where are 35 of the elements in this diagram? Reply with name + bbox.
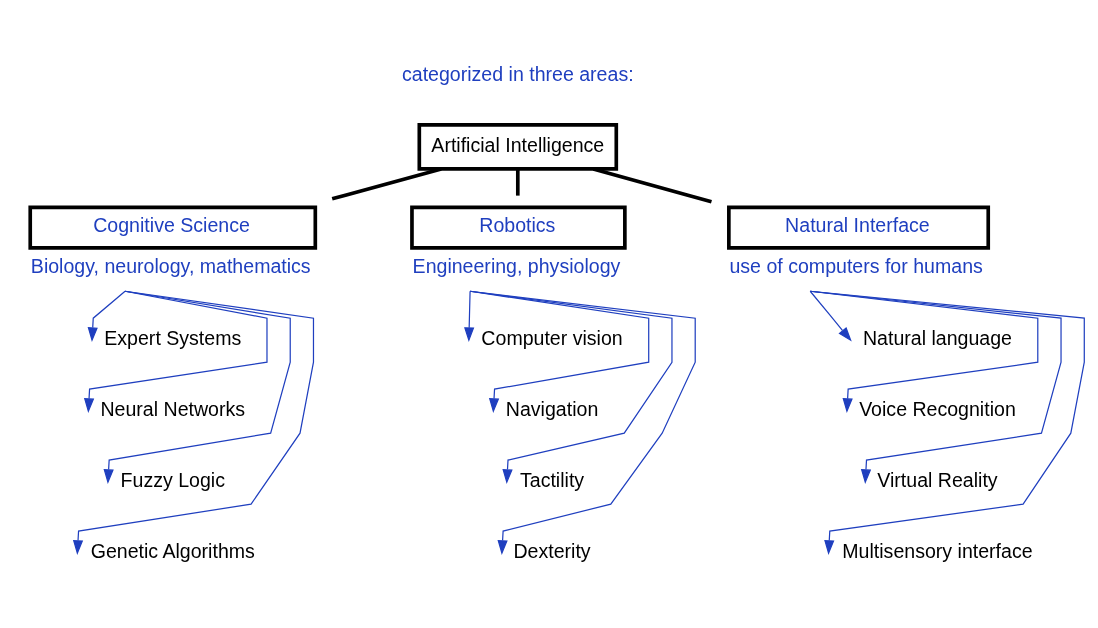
node-text: Multisensory interface [842,539,1033,562]
arrow [72,290,315,555]
arrow [469,290,673,484]
node-label: Engineering, physiology [412,254,621,277]
node-label: use of computers for humans [729,254,983,277]
node-text: Virtual Reality [877,468,998,491]
arrow [809,290,1062,484]
connector [515,168,520,196]
node-box: Artificial Intelligence [417,122,619,171]
node-text: Fuzzy Logic [120,468,225,491]
node-text: Computer vision [481,326,623,349]
arrow [103,290,291,484]
node-text: Voice Recognition [859,397,1016,420]
arrow [809,290,852,342]
node-text: Expert Systems [104,326,242,349]
node-label: Biology, neurology, mathematics [30,254,311,277]
node-text: Tactility [519,468,585,491]
arrow [809,290,1039,413]
node-text: Genetic Algorithms [90,539,255,562]
label: categorized in three areas: [401,62,634,85]
node-text: Navigation [505,397,599,420]
arrow [469,290,650,413]
arrow [87,290,126,342]
node-text: Natural language [862,326,1012,349]
connector [592,166,712,203]
node-text: Dexterity [513,539,591,562]
node-box: Robotics [410,205,627,250]
arrow [464,290,475,342]
arrow [83,290,268,413]
node-text: Neural Networks [100,397,246,420]
node-box: Natural Interface [727,205,991,250]
node-box: Cognitive Science [28,205,318,250]
arrow [469,290,696,555]
arrow [809,290,1085,555]
connector [331,166,442,201]
